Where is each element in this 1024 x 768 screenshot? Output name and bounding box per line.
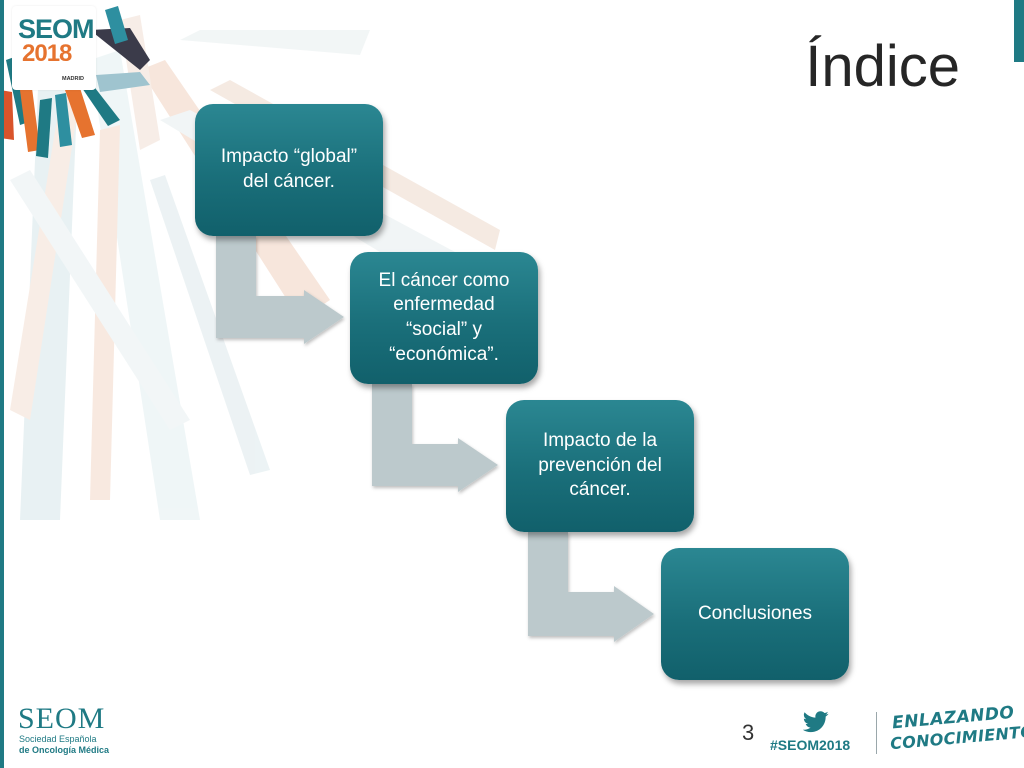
step-box-4[interactable]: Conclusiones	[661, 548, 849, 680]
footer-divider	[876, 712, 877, 754]
connector-arrow-3	[528, 532, 654, 642]
page-number: 3	[742, 720, 755, 745]
step-4-line-1: Conclusiones	[697, 602, 813, 624]
footer-seom-logo: SEOM	[18, 702, 106, 735]
step-box-1[interactable]: Impacto “global” del cáncer.	[195, 104, 383, 236]
step-1-line-1: Impacto “global”	[220, 146, 358, 168]
logo-city-text: MADRID	[62, 76, 84, 82]
step-box-3[interactable]: Impacto de la prevención del cáncer.	[506, 400, 694, 532]
connector-arrow-1	[216, 236, 344, 344]
step-2-line-2: enfermedad	[393, 294, 495, 316]
seom-2018-logo	[12, 6, 96, 90]
step-3-line-3: cáncer.	[569, 479, 631, 501]
left-accent-bar	[0, 0, 4, 768]
step-box-2[interactable]: El cáncer como enfermedad “social” y “ec…	[350, 252, 538, 384]
step-2-line-3: “social” y	[405, 319, 482, 340]
logo-year-text: 2018	[22, 40, 72, 67]
step-1-line-2: del cáncer.	[243, 171, 335, 192]
step-2-line-1: El cáncer como	[378, 269, 510, 291]
logo-seom-text: SEOM	[18, 14, 95, 44]
step-2-line-4: “económica”.	[389, 343, 499, 365]
footer-society-line-2: de Oncología Médica	[19, 745, 110, 755]
twitter-icon	[803, 711, 829, 733]
slide-title: Índice	[805, 34, 960, 99]
step-3-line-2: prevención del	[538, 454, 662, 476]
footer-society-line-1: Sociedad Española	[19, 734, 97, 744]
step-3-line-1: Impacto de la	[542, 429, 658, 451]
connector-arrow-2	[372, 384, 498, 492]
hashtag-text: #SEOM2018	[770, 737, 851, 753]
right-accent-tab	[1014, 0, 1024, 62]
